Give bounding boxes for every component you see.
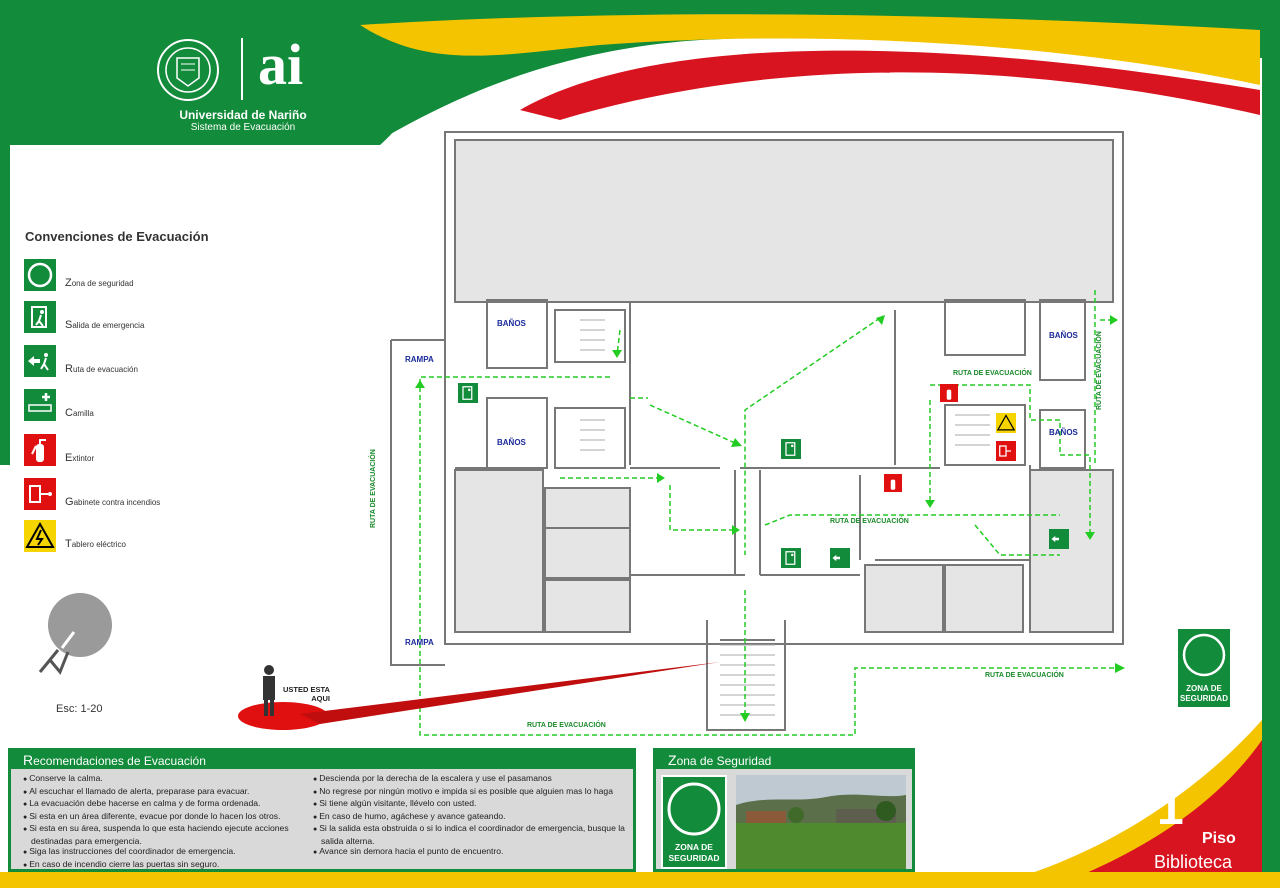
legend-item-safety-zone: Zona de seguridad (24, 259, 234, 293)
evacuation-route-icon (1049, 529, 1069, 549)
route-label-3: RUTA DE EVACUACIÓN (985, 672, 1064, 679)
emergency-exit-icon (458, 383, 478, 403)
route-label-2: RUTA DE EVACUACIÓN (830, 518, 909, 525)
system-name: Sistema de Evacuación (190, 122, 296, 133)
floor-label: Piso (1202, 830, 1236, 847)
emergency-exit-icon (781, 439, 801, 459)
electric-panel-icon (24, 520, 56, 552)
university-name: Universidad de Nariño (179, 108, 307, 122)
recommendations-left-list: Conserve la calma.Al escuchar el llamado… (23, 773, 303, 871)
zone-badge-line2: SEGURIDAD (668, 853, 720, 863)
logo-ai: ai (258, 32, 304, 97)
recommendation-item: Si la salida esta obstruida o si lo indi… (313, 823, 631, 846)
electric-panel-icon (996, 413, 1016, 433)
legend-label: Zona de seguridad (65, 277, 134, 289)
legend-label: Tablero eléctrico (65, 538, 126, 550)
recommendation-item: Si esta en su área, suspenda lo que esta… (23, 823, 303, 846)
safety-zone-badge-large: ZONA DE SEGURIDAD (661, 775, 727, 869)
recommendation-item: Descienda por la derecha de la escalera … (313, 773, 631, 786)
legend-label: Ruta de evacuación (65, 363, 138, 375)
safety-zone-panel: Zona de Seguridad ZONA DE SEGURIDAD (653, 748, 915, 872)
logo-separator (241, 38, 243, 100)
legend-label: Camilla (65, 407, 94, 419)
banos-label-3: BAÑOS (1049, 331, 1078, 340)
brand-block: Universidad de Nariño Sistema de Evacuac… (175, 108, 311, 134)
recommendation-item: Siga las instrucciones del coordinador d… (23, 846, 303, 859)
recommendation-item: En caso de incendio cierre las puertas s… (23, 859, 303, 872)
scale-label: Esc: 1-20 (56, 703, 103, 715)
recommendation-item: Si tiene algún visitante, llévelo con us… (313, 798, 631, 811)
recommendations-right-list: Descienda por la derecha de la escalera … (313, 773, 631, 859)
zone-badge-line1: ZONA DE (1186, 684, 1222, 693)
legend-item-fire-cabinet: Gabinete contra incendios (24, 478, 234, 512)
fire-cabinet-icon (24, 478, 56, 510)
zone-badge-line1: ZONA DE (675, 842, 713, 852)
legend-label: Gabinete contra incendios (65, 496, 161, 508)
zone-badge-line2: SEGURIDAD (1179, 694, 1228, 703)
legend-item-evacuation-route: Ruta de evacuación (24, 345, 234, 379)
you-are-here-line1: USTED ESTA (283, 685, 330, 694)
route-label-5: RUTA DE EVACUACIÓN (370, 449, 377, 528)
route-label-1: RUTA DE EVACUACIÓN (953, 370, 1032, 377)
rampa-label-1: RAMPA (405, 355, 434, 364)
banos-label-2: BAÑOS (497, 438, 526, 447)
banos-label-4: BAÑOS (1049, 428, 1078, 437)
legend-item-extinguisher: Extintor (24, 434, 234, 468)
legend-label: Extintor (65, 452, 95, 464)
stretcher-icon (24, 389, 56, 421)
recommendations-title: Recomendaciones de Evacuación (11, 751, 633, 769)
recommendation-item: Al escuchar el llamado de alerta, prepar… (23, 786, 303, 799)
safety-zone-icon (24, 259, 56, 291)
legend-label: Salida de emergencia (65, 319, 145, 331)
fire-cabinet-icon (996, 441, 1016, 461)
recommendation-item: Avance sin demora hacia el punto de encu… (313, 846, 631, 859)
safety-zone-badge: ZONA DE SEGURIDAD (1176, 627, 1232, 709)
you-are-here-line2: AQUI (311, 694, 330, 703)
safety-zone-icon (667, 782, 721, 836)
route-label-4: RUTA DE EVACUACIÓN (527, 722, 606, 729)
extinguisher-icon (884, 474, 902, 492)
emergency-exit-icon (781, 548, 801, 568)
safety-zone-photo (736, 775, 906, 869)
safety-zone-title: Zona de Seguridad (656, 751, 912, 769)
emergency-exit-icon (24, 301, 56, 333)
rampa-label-2: RAMPA (405, 638, 434, 647)
building-name: Biblioteca (1154, 852, 1233, 872)
you-are-here-label: USTED ESTA AQUI (283, 685, 330, 703)
legend-item-emergency-exit: Salida de emergencia (24, 301, 234, 335)
evacuation-route-icon (24, 345, 56, 377)
extinguisher-icon (24, 434, 56, 466)
legend-title: Convenciones de Evacuación (25, 229, 209, 244)
legend-item-stretcher: Camilla (24, 389, 234, 423)
university-seal-icon (157, 39, 219, 101)
recommendations-panel: Recomendaciones de Evacuación Conserve l… (8, 748, 636, 872)
route-label-6: RUTA DE EVACUACIÓN (1096, 331, 1103, 410)
evacuation-route-icon (830, 548, 850, 568)
recommendation-item: La evacuación debe hacerse en calma y de… (23, 798, 303, 811)
floor-number: 1 (1157, 782, 1184, 835)
safety-zone-icon (1182, 633, 1226, 677)
extinguisher-icon (940, 384, 958, 402)
recommendation-item: Conserve la calma. (23, 773, 303, 786)
recommendation-item: Si esta en un área diferente, evacue por… (23, 811, 303, 824)
recommendation-item: No regrese por ningún motivo e impida si… (313, 786, 631, 799)
recommendation-item: En caso de humo, agáchese y avance gatea… (313, 811, 631, 824)
legend-item-electric-panel: Tablero eléctrico (24, 520, 234, 554)
banos-label-1: BAÑOS (497, 319, 526, 328)
